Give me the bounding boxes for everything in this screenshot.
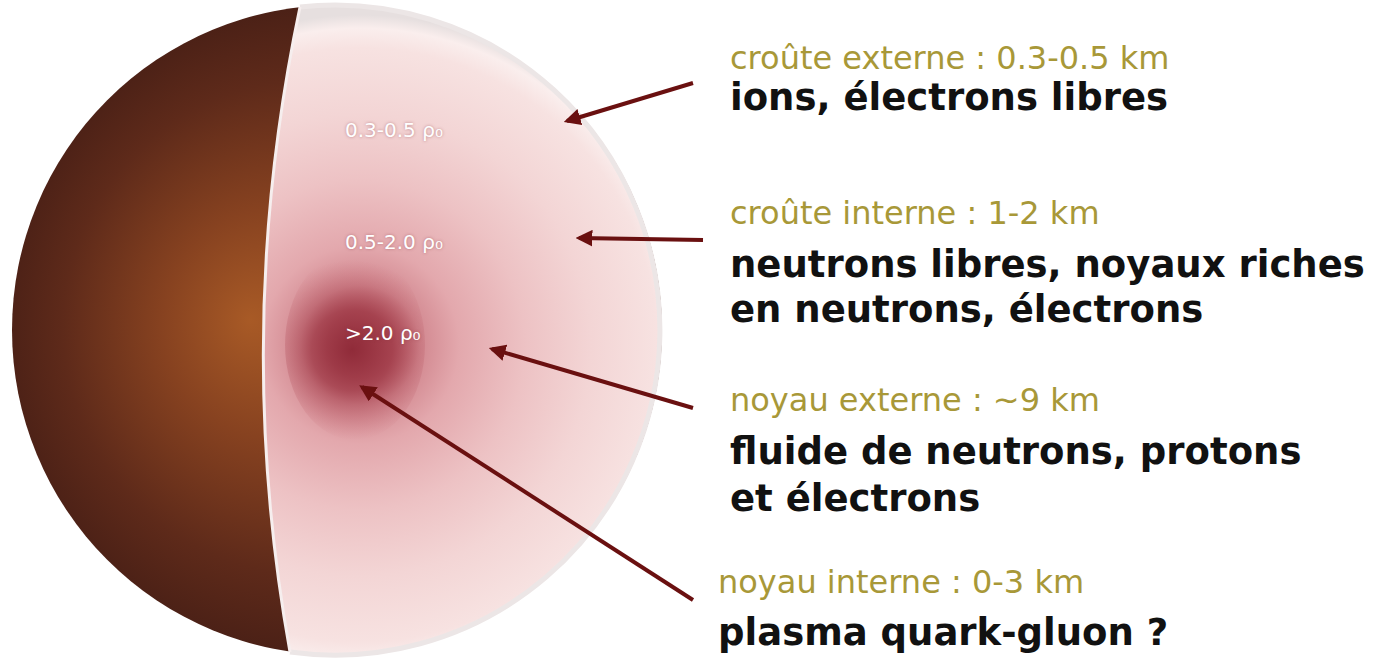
layer-composition: ions, électrons libres bbox=[730, 75, 1168, 121]
density-label: 0.5-2.0 ρ₀ bbox=[345, 230, 443, 254]
leader-arrow bbox=[567, 83, 693, 121]
layer-composition: neutrons libres, noyaux riches en neutro… bbox=[730, 242, 1385, 332]
inner-core bbox=[285, 250, 425, 440]
cut-edge bbox=[263, 7, 300, 652]
crust-rim bbox=[290, 5, 660, 655]
layer-name: noyau externe : ~9 km bbox=[730, 380, 1100, 420]
layer-composition: plasma quark-gluon ? bbox=[718, 610, 1168, 656]
layer-composition: fluide de neutrons, protons et électrons bbox=[730, 428, 1330, 522]
density-label: >2.0 ρ₀ bbox=[345, 321, 421, 345]
leader-arrow bbox=[579, 238, 703, 240]
layer-name: noyau interne : 0-3 km bbox=[718, 562, 1084, 602]
leader-arrow bbox=[492, 349, 693, 408]
layer-name: croûte externe : 0.3-0.5 km bbox=[730, 38, 1170, 78]
density-label: 0.3-0.5 ρ₀ bbox=[345, 118, 443, 142]
cut-face bbox=[263, 5, 660, 655]
layer-name: croûte interne : 1-2 km bbox=[730, 193, 1100, 233]
leader-arrow bbox=[362, 387, 693, 600]
star-surface bbox=[12, 5, 662, 655]
